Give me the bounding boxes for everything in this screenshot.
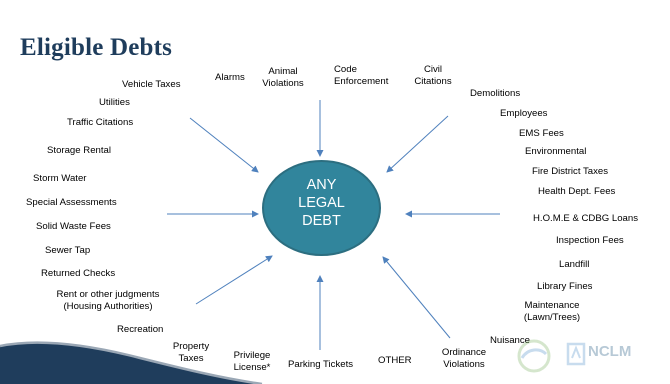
- arrow-top-left: [189, 117, 259, 173]
- label-sewer-tap: Sewer Tap: [45, 245, 91, 256]
- label-traffic-citations: Traffic Citations: [67, 117, 134, 128]
- label-alarms: Alarms: [215, 72, 245, 83]
- nclm-logo: NCLM: [512, 334, 642, 374]
- label-library-fines: Library Fines: [537, 281, 593, 292]
- center-line-2: LEGAL: [298, 195, 345, 211]
- label-property-taxes: Property Taxes: [172, 341, 210, 364]
- label-ordinance-violations: Ordinance Violations: [441, 347, 487, 370]
- label-civil-citations: Civil Citations: [414, 64, 452, 87]
- arrow-bottom-left: [195, 255, 273, 305]
- label-maintenance: Maintenance (Lawn/Trees): [523, 300, 581, 323]
- nclm-logo-text: NCLM: [588, 343, 632, 360]
- label-rent-judgments: Rent or other judgments (Housing Authori…: [56, 289, 160, 312]
- label-returned-checks: Returned Checks: [41, 268, 116, 279]
- label-storm-water: Storm Water: [33, 173, 87, 184]
- label-demolitions: Demolitions: [470, 88, 521, 99]
- center-circle: [262, 160, 381, 256]
- center-text: ANY LEGAL DEBT: [262, 176, 381, 230]
- slide-title: Eligible Debts: [20, 34, 173, 61]
- label-storage-rental: Storage Rental: [47, 145, 111, 156]
- label-home-cdbg-loans: H.O.M.E & CDBG Loans: [533, 213, 639, 224]
- label-special-assessments: Special Assessments: [26, 197, 117, 208]
- label-vehicle-taxes: Vehicle Taxes: [122, 79, 181, 90]
- label-privilege-license: Privilege License*: [233, 350, 271, 373]
- nclm-logo-mark: [517, 339, 586, 373]
- label-ems-fees: EMS Fees: [519, 128, 564, 139]
- center-line-1: ANY: [306, 177, 337, 193]
- label-recreation: Recreation: [117, 324, 164, 335]
- arrow-bottom-right: [382, 256, 451, 339]
- label-landfill: Landfill: [559, 259, 590, 270]
- label-other: OTHER: [378, 355, 412, 366]
- label-nuisance: Nuisance: [490, 335, 530, 346]
- label-employees: Employees: [500, 108, 548, 119]
- center-line-3: DEBT: [302, 213, 341, 229]
- label-animal-violations: Animal Violations: [262, 66, 304, 89]
- label-parking-tickets: Parking Tickets: [288, 359, 354, 370]
- label-fire-district-taxes: Fire District Taxes: [532, 166, 609, 177]
- label-code-enforcement: Code Enforcement: [334, 64, 389, 87]
- label-inspection-fees: Inspection Fees: [556, 235, 624, 246]
- arrow-top-right: [386, 115, 449, 173]
- label-health-dept-fees: Health Dept. Fees: [538, 186, 616, 197]
- label-environmental: Environmental: [525, 146, 587, 157]
- label-solid-waste-fees: Solid Waste Fees: [36, 221, 111, 232]
- label-utilities: Utilities: [99, 97, 130, 108]
